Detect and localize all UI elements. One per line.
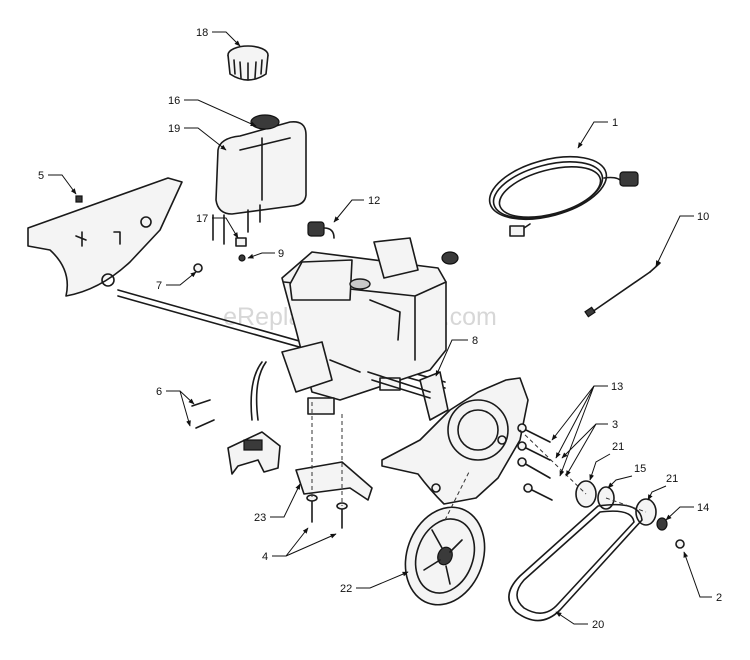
- callout-17: 17: [196, 213, 208, 225]
- callout-4: 4: [262, 551, 268, 563]
- switch-box-part[interactable]: [250, 341, 333, 421]
- callout-2: 2: [716, 592, 722, 604]
- alignment-lines: [311, 402, 647, 521]
- auger-housing-plate-right[interactable]: [381, 377, 529, 505]
- large-pulley-part[interactable]: [392, 496, 498, 616]
- callout-21-lower: 21: [666, 473, 678, 485]
- callout-labels: 18 16 19 5 17 9 7 12 1 10 8 6: [38, 27, 722, 631]
- drive-belt-part[interactable]: [508, 503, 643, 622]
- callout-18: 18: [196, 27, 208, 39]
- callout-12: 12: [368, 195, 380, 207]
- handle-bracket-part[interactable]: [227, 431, 281, 475]
- callout-1: 1: [612, 117, 618, 129]
- switch-part[interactable]: [307, 221, 335, 239]
- callout-13: 13: [611, 381, 623, 393]
- callout-14: 14: [697, 502, 709, 514]
- fuel-tank-part[interactable]: [212, 114, 307, 245]
- auger-housing-plate-left[interactable]: [27, 177, 183, 297]
- callout-8: 8: [472, 335, 478, 347]
- cable-rod-part[interactable]: [584, 262, 661, 318]
- callout-6: 6: [156, 386, 162, 398]
- callout-22: 22: [340, 583, 352, 595]
- fuel-cap-part[interactable]: [227, 45, 269, 81]
- bolt-set-part[interactable]: [517, 423, 553, 501]
- callout-15: 15: [634, 463, 646, 475]
- callout-23: 23: [254, 512, 266, 524]
- callout-20: 20: [592, 619, 604, 631]
- callout-21-upper: 21: [612, 441, 624, 453]
- callout-10: 10: [697, 211, 709, 223]
- small-fasteners-part[interactable]: [75, 195, 247, 429]
- callout-3: 3: [612, 419, 618, 431]
- power-cord-part[interactable]: [483, 145, 639, 237]
- callout-5: 5: [38, 170, 44, 182]
- callout-7: 7: [156, 280, 162, 292]
- callout-9: 9: [278, 248, 284, 260]
- callout-19: 19: [168, 123, 180, 135]
- gear-bracket-part[interactable]: [367, 371, 449, 421]
- callout-16: 16: [168, 95, 180, 107]
- screw-set-part[interactable]: [306, 494, 348, 529]
- mounting-bracket-part[interactable]: [295, 461, 373, 501]
